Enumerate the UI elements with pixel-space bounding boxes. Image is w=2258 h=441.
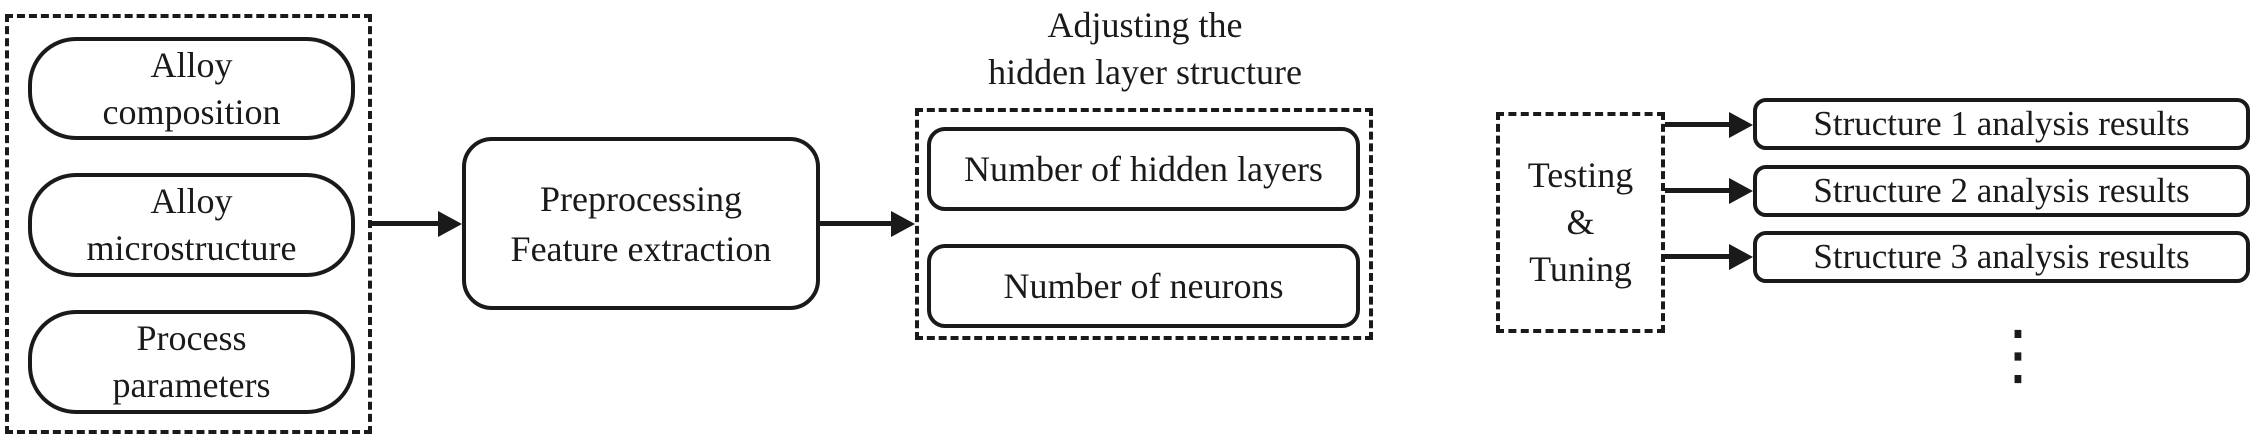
result-label-structure-1: Structure 1 analysis results (1813, 104, 2190, 143)
input-label-alloy-composition: Alloy composition (102, 44, 281, 132)
hidden-layer-group-title: Adjusting the hidden layer structure (988, 5, 1302, 92)
preprocessing-node: Preprocessing Feature extraction (462, 137, 820, 310)
more-results-ellipsis-icon: ⋮ (1985, 316, 2051, 393)
arrow-preprocessing-to-hidden-layer (820, 221, 891, 226)
testing-tuning-label: Testing & Tuning (1527, 155, 1634, 289)
arrow-inputs-to-preprocessing (372, 221, 438, 226)
input-node-alloy-composition: Alloy composition (28, 37, 355, 140)
result-node-structure-2: Structure 2 analysis results (1753, 165, 2250, 217)
neurons-count-node: Number of neurons (927, 244, 1360, 328)
arrow-testing-to-result-2 (1665, 188, 1729, 193)
input-node-process-parameters: Process parameters (28, 310, 355, 414)
input-label-process-parameters: Process parameters (112, 318, 271, 405)
input-node-alloy-microstructure: Alloy microstructure (28, 173, 355, 277)
result-node-structure-3: Structure 3 analysis results (1753, 231, 2250, 283)
arrow-testing-to-result-1 (1665, 122, 1729, 127)
arrow-testing-to-result-3 (1665, 254, 1729, 259)
preprocessing-label: Preprocessing Feature extraction (510, 178, 772, 269)
hidden-layers-count-node: Number of hidden layers (927, 127, 1360, 211)
result-node-structure-1: Structure 1 analysis results (1753, 98, 2250, 150)
neurons-count-label: Number of neurons (1003, 266, 1284, 306)
testing-tuning-box: Testing & Tuning (1496, 112, 1665, 333)
result-label-structure-2: Structure 2 analysis results (1813, 171, 2190, 210)
hidden-layers-count-label: Number of hidden layers (964, 149, 1323, 189)
input-label-alloy-microstructure: Alloy microstructure (86, 181, 297, 268)
result-label-structure-3: Structure 3 analysis results (1813, 237, 2190, 276)
